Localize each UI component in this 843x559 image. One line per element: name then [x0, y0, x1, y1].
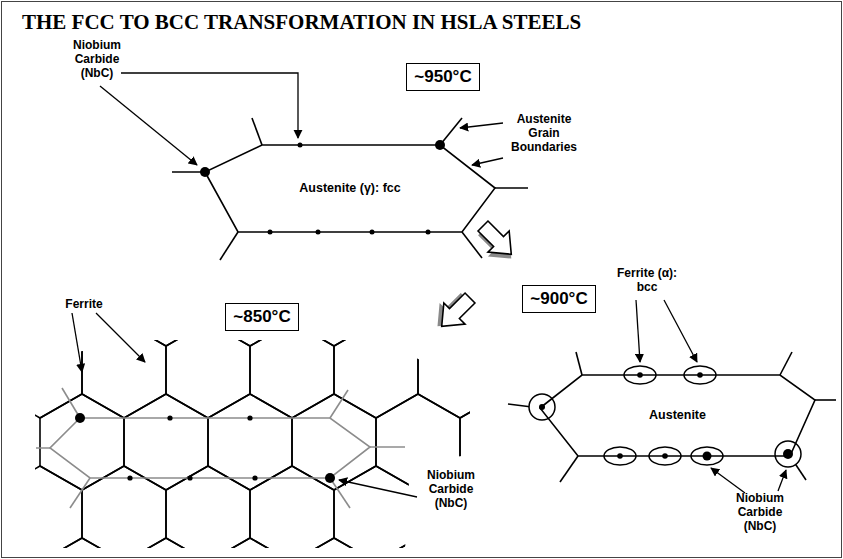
ferrite-label: Ferrite (α): bcc — [610, 266, 684, 294]
niobium-carbide-dots — [539, 372, 793, 460]
process-arrow — [470, 215, 524, 269]
grain-boundaries — [172, 118, 528, 260]
temperature-box: ~900°C — [522, 285, 596, 313]
temperature-box: ~950°C — [406, 63, 480, 91]
temperature-label: ~850°C — [233, 307, 290, 327]
ferrite-label: Ferrite — [58, 297, 110, 311]
austenite-grain: Austenite (γ): fcc — [205, 145, 495, 232]
grain-boundary — [540, 375, 815, 456]
austenite-grain: Austenite — [540, 375, 815, 456]
ferrite-grains — [529, 366, 801, 467]
process-arrow — [427, 285, 481, 339]
phase-label: Austenite (γ): fcc — [299, 181, 400, 196]
phase-label: Austenite — [649, 408, 706, 423]
ferrite-grain-network — [0, 250, 544, 559]
grain-boundary — [205, 145, 495, 232]
niobium-carbide-dots — [200, 140, 445, 235]
carbide-label: Niobium Carbide (NbC) — [60, 38, 134, 80]
carbide-label: Niobium Carbide (NbC) — [413, 468, 489, 510]
grain-boundaries — [508, 352, 836, 482]
temperature-label: ~950°C — [414, 67, 471, 87]
diagram-title: THE FCC TO BCC TRANSFORMATION IN HSLA ST… — [22, 9, 581, 35]
temperature-box: ~850°C — [225, 303, 299, 331]
boundary-label: Austenite Grain Boundaries — [504, 112, 584, 154]
leader-lines — [636, 300, 786, 493]
leader-lines — [72, 313, 417, 497]
carbide-label: Niobium Carbide (NbC) — [722, 491, 798, 533]
temperature-label: ~900°C — [530, 289, 587, 309]
